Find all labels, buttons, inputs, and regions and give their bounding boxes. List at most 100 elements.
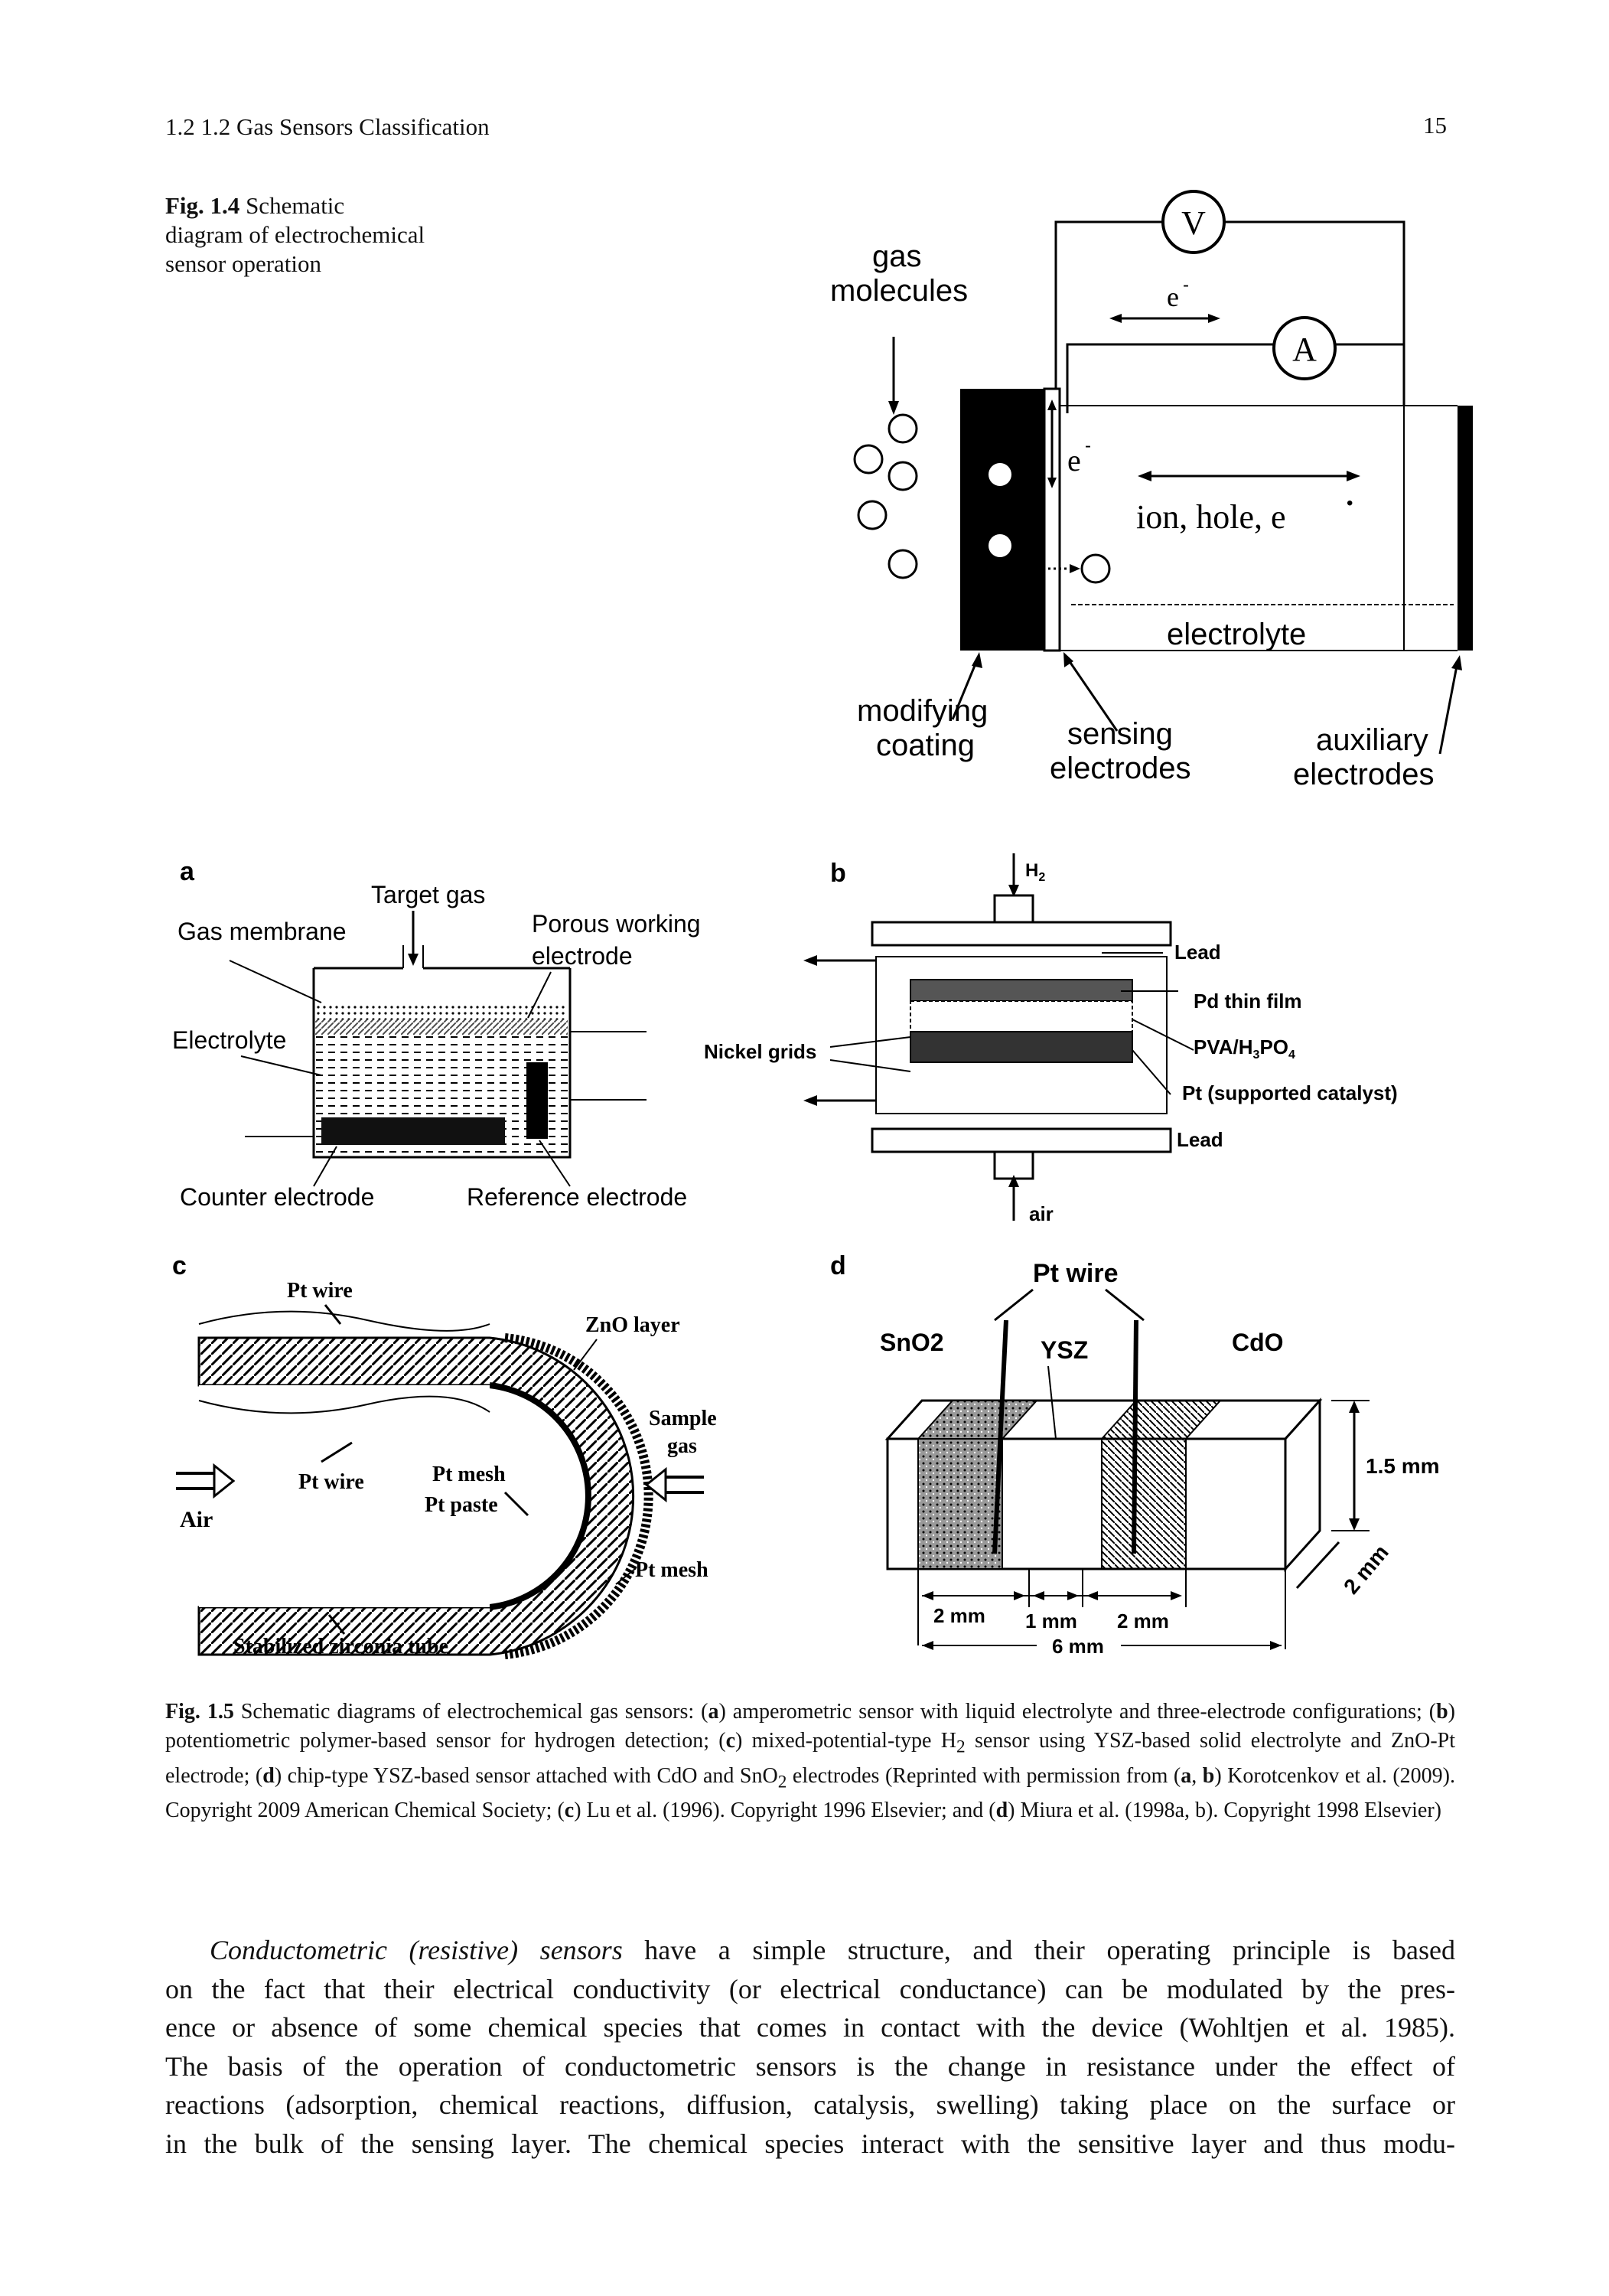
fig15c-sample-1: Sample <box>649 1407 717 1430</box>
fig15a-reference-pointer <box>539 1140 571 1187</box>
gas-molecule <box>853 444 884 475</box>
fig14-caption-text: Schematic diagram of electrochemical sen… <box>165 192 425 277</box>
fig14-mod-label-2: coating <box>876 729 975 762</box>
fig15d-ysz: YSZ <box>1041 1336 1088 1364</box>
fig15c-zno: ZnO layer <box>585 1313 680 1337</box>
fig15c-air-arrow <box>176 1472 218 1490</box>
fig15b-diagram: b H2 air Nickel grids Lead Pd thin film … <box>704 853 1398 1225</box>
fig15c-diagram: c Pt wire ZnO layer Sample gas Pt wire P… <box>172 1251 717 1659</box>
fig15c-air: Air <box>180 1507 213 1532</box>
fig15b-lead-top: Lead <box>1174 941 1221 964</box>
fig15a-porous-2: electrode <box>532 942 633 970</box>
caption-text: , <box>1191 1763 1203 1788</box>
fig15a-membrane-pointer <box>229 960 322 1003</box>
fig14-mod-pointer-head <box>972 652 982 668</box>
fig14-sens-pointer-head <box>1063 652 1073 667</box>
fig15b-nickel: Nickel grids <box>704 1040 816 1063</box>
fig15b-pva-layer <box>910 1000 1133 1032</box>
fig15d-height-label: 1.5 mm <box>1366 1454 1440 1478</box>
fig15d-w2: 1 mm <box>1025 1609 1077 1632</box>
fig15d-ysz-pointer <box>1047 1365 1057 1440</box>
pt-paste-layer <box>489 1382 591 1610</box>
cdo-electrode-top <box>1099 1400 1223 1440</box>
fig15b-bottom-plate <box>871 1127 1172 1153</box>
caption-bold: b <box>1202 1763 1215 1788</box>
electrolyte-region <box>1059 405 1405 651</box>
fig14-e-top-minus: - <box>1183 275 1189 295</box>
fig15b-letter: b <box>830 859 846 888</box>
fig15a-counter-pointer <box>313 1146 337 1187</box>
fig15b-h2-arrowhead <box>1008 885 1019 897</box>
fig15b-top-plate <box>871 921 1172 947</box>
fig15b-pt: Pt (supported catalyst) <box>1182 1081 1398 1104</box>
fig14-wire-mid <box>1066 343 1274 413</box>
fig14-aux-label-1: auxiliary <box>1316 723 1428 757</box>
fig15-caption-label: Fig. 1.5 <box>165 1700 234 1724</box>
body-line-5: reactions (adsorption, chemical reaction… <box>165 2089 1455 2120</box>
fig14-ion-label: ion, hole, e <box>1136 498 1286 536</box>
fig15a-cell <box>312 968 572 1159</box>
fig14-sens-pointer <box>1066 657 1119 732</box>
fig15a-reference-label: Reference electrode <box>467 1183 687 1209</box>
fig14-aux-label-2: electrodes <box>1293 758 1435 791</box>
cdo-electrode <box>1101 1438 1187 1570</box>
fig14-aux-pointer <box>1438 661 1459 755</box>
fig14-e-top: e <box>1167 282 1179 312</box>
fig15d-cdo: CdO <box>1232 1329 1284 1356</box>
fig15c-pt-paste-pointer <box>503 1491 529 1517</box>
fig15-caption: Fig. 1.5 Schematic diagrams of electroch… <box>165 1698 1455 1825</box>
fig14-aux-lines <box>1404 405 1458 651</box>
caption-text: electrodes (Reprinted with permission fr… <box>787 1763 1181 1788</box>
fig15d-sno2: SnO2 <box>880 1329 944 1356</box>
body-lead-italic: Conductometric (resistive) sensors <box>210 1935 623 1965</box>
caption-bold: a <box>1181 1763 1192 1788</box>
caption-bold: c <box>725 1729 736 1753</box>
fig15c-sample-arrowhead <box>644 1466 667 1503</box>
fig14-e-inner-minus: - <box>1085 435 1091 456</box>
fig15c-pt-wire-top-pointer <box>324 1304 342 1325</box>
page-number: 15 <box>1423 112 1447 139</box>
fig14-diagram: V A e - gas molecules e - ion, hole, e •… <box>830 190 1473 791</box>
fig15a-counter-electrode <box>321 1117 505 1145</box>
sno2-electrode-top <box>916 1400 1039 1440</box>
fig14-mod-label-1: modifying <box>857 694 988 728</box>
fig15a-gas-membrane: Gas membrane <box>178 918 347 945</box>
caption-text: ) Korotcenkov et al. (2009). Copyright 2… <box>165 1763 1455 1823</box>
fig15b-pt-catalyst <box>910 1031 1133 1063</box>
fig15a-membrane-layer <box>315 1019 568 1035</box>
fig15c-pt-mesh: Pt mesh <box>432 1463 506 1486</box>
caption-text: ) amperometric sensor with liquid electr… <box>718 1700 1437 1724</box>
body-line-1: Conductometric (resistive) sensors have … <box>165 1931 1455 1970</box>
zno-layer <box>504 1333 653 1659</box>
fig15a-target-gas: Target gas <box>371 881 485 908</box>
fig14-gas-arrowhead <box>888 401 899 415</box>
body-line-3: ence or absence of some chemical species… <box>165 2012 1455 2043</box>
caption-bold: d <box>995 1799 1008 1823</box>
fig15c-pt-paste: Pt paste <box>425 1493 498 1517</box>
caption-text: sensor using YSZ-based solid electrolyte… <box>165 1729 1455 1788</box>
fig15b-air-arrowhead <box>1008 1175 1019 1187</box>
fig14-sens-label-2: electrodes <box>1050 752 1191 785</box>
caption-text: ) Miura et al. (1998a, b). Copyright 199… <box>1008 1799 1442 1823</box>
fig15d-diagram: d Pt wire SnO2 YSZ CdO 1.5 mm 2 mm 2 mm … <box>830 1251 1440 1658</box>
fig15c-letter: c <box>172 1251 187 1280</box>
fig15c-air-arrowhead <box>213 1463 236 1499</box>
fig15d-letter: d <box>830 1251 846 1280</box>
fig15b-chamber <box>875 956 1168 1114</box>
sno2-electrode <box>917 1438 1003 1570</box>
fig15c-sample-arrow <box>662 1476 704 1494</box>
fig15a-porous-pointer <box>527 971 552 1019</box>
coating-pore <box>989 534 1011 557</box>
fig15a-counter-label: Counter electrode <box>180 1183 374 1209</box>
fig14-aux-pointer-head <box>1451 655 1462 670</box>
fig15b-pt-pointer <box>1132 1049 1171 1095</box>
ammeter-icon <box>1272 316 1337 380</box>
fig14-e-vertical-arrowheads <box>1047 400 1057 488</box>
fig14-molecules-label: molecules <box>830 274 968 308</box>
fig15b-nickel-pointer <box>829 1036 911 1048</box>
body-paragraph: Conductometric (resistive) sensors have … <box>165 1931 1455 2163</box>
fig15a-porous-electrode <box>315 1003 568 1019</box>
fig15b-h2-inlet <box>993 894 1034 924</box>
coating-pore <box>989 463 1011 486</box>
fig15c-pt-wire-mid: Pt wire <box>298 1470 364 1494</box>
